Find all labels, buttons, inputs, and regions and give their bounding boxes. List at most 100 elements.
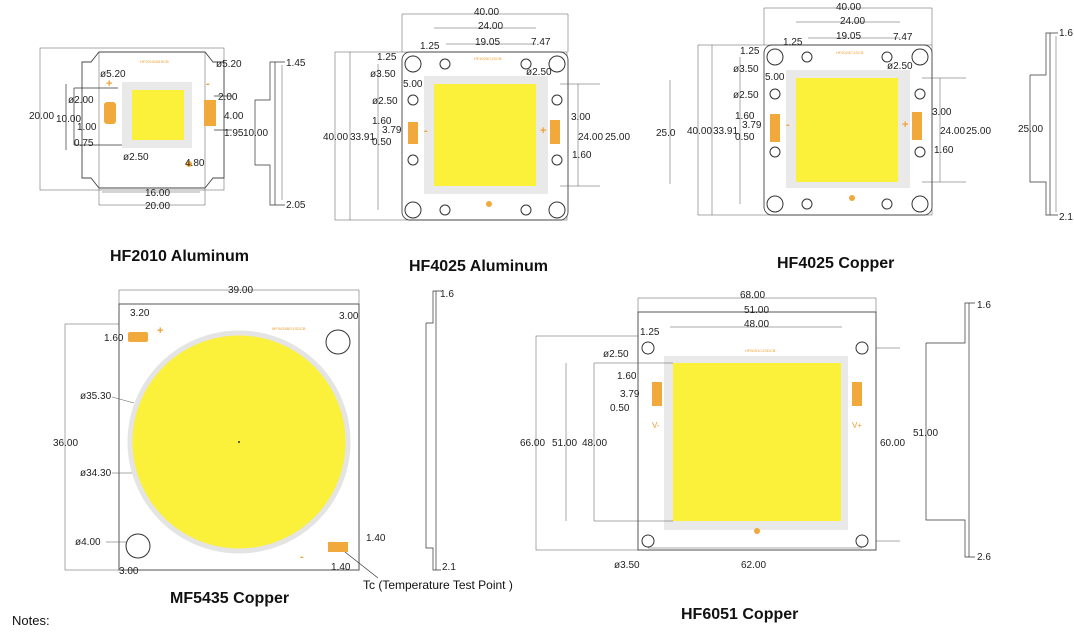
dim-d3530: ø35.30 (80, 391, 112, 402)
dim-d125: 1.25 (640, 327, 660, 338)
plus-sign: + (540, 125, 546, 137)
dim-d250a: ø2.50 (733, 90, 759, 101)
dim-d125b: 1.25 (783, 37, 803, 48)
dim-d125b: 1.25 (420, 41, 440, 52)
dim-d125a: 1.25 (377, 52, 397, 63)
dim-w747: 7.47 (893, 32, 913, 43)
dim-h4000: 40.00 (323, 132, 348, 143)
dim-d125a: 1.25 (740, 46, 760, 57)
dim-d350: ø3.50 (370, 69, 396, 80)
dim-p379: 3.79 (382, 125, 402, 136)
dim-h3391: 33.91 (713, 126, 738, 137)
dim-d250b: ø2.50 (887, 61, 913, 72)
dim-t26: 2.6 (977, 552, 991, 563)
notes-label: Notes: (12, 613, 50, 628)
dim-p160: 1.60 (735, 111, 755, 122)
dim-d500: 5.00 (403, 79, 423, 90)
dim-p200: 2.00 (218, 92, 238, 103)
title-hf6051: HF6051 Copper (681, 606, 798, 623)
dim-d520-left: ø5.20 (100, 69, 126, 80)
dim-h6000: 60.00 (880, 438, 905, 449)
dim-p379: 3.79 (742, 120, 762, 131)
minus-sign: - (206, 78, 210, 90)
dim-h3391: 33.91 (350, 132, 375, 143)
dim-w4000: 40.00 (836, 2, 861, 13)
chip-mark: HF4025C1SCB (836, 50, 864, 55)
title-hf2010: HF2010 Aluminum (110, 248, 249, 265)
dim-d350: ø3.50 (614, 560, 640, 571)
dim-h5100: 51.00 (552, 438, 577, 449)
dim-w2400: 24.00 (840, 16, 865, 27)
dim-d075: 0.75 (74, 138, 94, 149)
title-hf4025-al: HF4025 Aluminum (409, 258, 548, 275)
dim-w5100: 51.00 (744, 305, 769, 316)
dim-p140b: 1.40 (331, 562, 351, 573)
dim-p160b: 1.60 (572, 150, 592, 161)
minus-sign: - (424, 125, 428, 137)
hf4025-al-drawing: HF4025C1SCB - + 40.00 24.00 19.05 7.47 1… (323, 7, 630, 221)
v-plus-label: V+ (852, 421, 862, 430)
dim-t16: 1.6 (440, 289, 454, 300)
dim-p140a: 1.40 (366, 533, 386, 544)
dim-h2400: 24.00 (578, 132, 603, 143)
dim-h6600: 66.00 (520, 438, 545, 449)
dim-p195: 1.95 (224, 128, 244, 139)
dim-w2000: 20.00 (145, 201, 170, 212)
dim-h25l: 25.0 (656, 128, 676, 139)
dim-h3600: 36.00 (53, 438, 78, 449)
plus-sign: + (106, 78, 112, 90)
chip-mark: HF4025C1SCB (474, 56, 502, 61)
dim-w1905: 19.05 (836, 31, 861, 42)
minus-sign: - (786, 119, 790, 131)
dim-h2500: 25.00 (966, 126, 991, 137)
dim-w2400: 24.00 (478, 21, 503, 32)
hf2010-drawing: HF20100815CB + - ø5.20 ø5.20 20.00 10.00… (29, 47, 306, 212)
dim-d200: ø2.00 (68, 95, 94, 106)
dim-d250a: ø2.50 (372, 96, 398, 107)
chip-mark: MF5435BD1SDCB (272, 326, 306, 331)
dim-p160: 1.60 (372, 116, 392, 127)
dim-h4800: 48.00 (582, 438, 607, 449)
hf4025-cu-drawing: HF4025C1SCB - + 40.00 24.00 19.05 7.47 1… (656, 2, 1073, 223)
dim-s2500: 25.00 (1018, 124, 1043, 135)
dim-p050: 0.50 (610, 403, 630, 414)
dim-d400: ø4.00 (75, 537, 101, 548)
dim-t21: 2.1 (442, 562, 456, 573)
minus-sign: - (300, 551, 304, 563)
dim-h480: 4.80 (185, 158, 205, 169)
dim-d500: 5.00 (765, 72, 785, 83)
dim-d250b: ø2.50 (526, 67, 552, 78)
v-minus-label: V- (652, 421, 660, 430)
dim-w6200: 62.00 (741, 560, 766, 571)
dim-d520-right: ø5.20 (216, 59, 242, 70)
tc-label: Tc (Temperature Test Point ) (363, 578, 513, 592)
hf6051-drawing: HF6051C1SDCB V- V+ 68.00 51.00 48.00 1.2… (520, 290, 991, 571)
chip-mark: HF20100815CB (140, 59, 169, 64)
dim-d350: ø3.50 (733, 64, 759, 75)
dim-p400: 4.00 (224, 111, 244, 122)
dim-w4800: 48.00 (744, 319, 769, 330)
dim-t16: 1.6 (977, 300, 991, 311)
dim-t205: 2.05 (286, 200, 306, 211)
dim-p160: 1.60 (104, 333, 124, 344)
dim-d250: ø2.50 (123, 152, 149, 163)
dim-p160: 1.60 (617, 371, 637, 382)
dim-t21: 2.1 (1059, 212, 1073, 223)
dim-h2500: 25.00 (605, 132, 630, 143)
title-mf5435: MF5435 Copper (170, 590, 289, 607)
title-hf4025-cu: HF4025 Copper (777, 255, 894, 272)
dim-p320: 3.20 (130, 308, 150, 319)
dim-p050: 0.50 (735, 132, 755, 143)
dim-w3900: 39.00 (228, 285, 253, 296)
dim-d250: ø2.50 (603, 349, 629, 360)
dim-p300: 3.00 (571, 112, 591, 123)
plus-sign: + (157, 325, 163, 337)
dim-p379: 3.79 (620, 389, 640, 400)
dim-d3430: ø34.30 (80, 468, 112, 479)
dim-h2000: 20.00 (29, 111, 54, 122)
dim-w1600: 16.00 (145, 188, 170, 199)
dim-s1000: 10.00 (243, 128, 268, 139)
dim-p300: 3.00 (932, 107, 952, 118)
dim-d300b: 3.00 (119, 566, 139, 577)
